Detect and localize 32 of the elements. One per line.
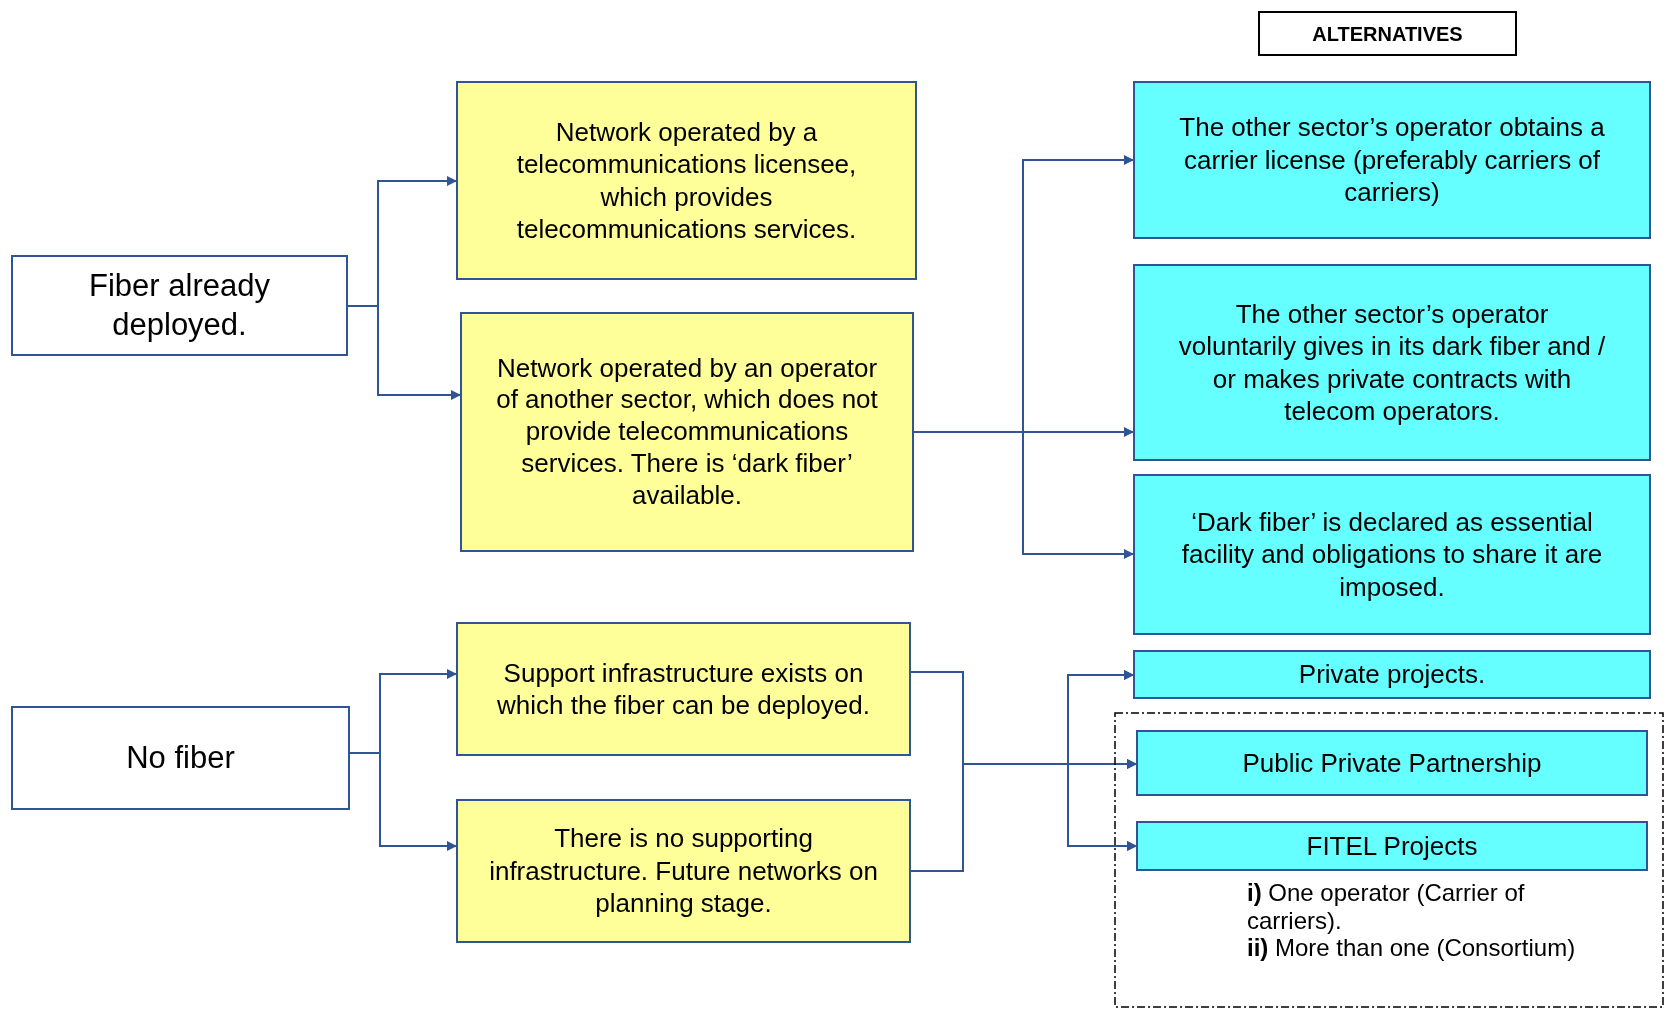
- connector-arrow: [349, 752, 457, 851]
- condition-box: [456, 622, 911, 756]
- box-text: Network operated by a telecommunications licensee, which provides telecommunications services.: [515, 115, 858, 246]
- connector-arrow: [913, 431, 1134, 559]
- box-text: Network operated by an operator of another sector, which does not provide telecommunications services. There is ‘dark fiber’ available.: [495, 352, 879, 512]
- alternative-box: [1133, 81, 1651, 239]
- alternative-box: [1133, 264, 1651, 461]
- connector-arrow: [347, 305, 461, 400]
- box-text: The other sector’s operator obtains a carrier license (preferably carriers of carriers): [1178, 111, 1606, 209]
- box-text: ALTERNATIVES: [1312, 21, 1463, 47]
- condition-box: [460, 312, 914, 552]
- start-box: [11, 706, 350, 810]
- option-note: ii) More than one (Consortium): [1247, 934, 1577, 962]
- box-text: Support infrastructure exists on which the fiber can be deployed.: [496, 656, 871, 722]
- start-box: [11, 255, 348, 356]
- heading-box: [1258, 11, 1517, 56]
- box-text: Private projects.: [1298, 658, 1486, 691]
- box-text: Public Private Partnership: [1242, 746, 1542, 780]
- box-text: FITEL Projects: [1306, 829, 1478, 863]
- box-text: The other sector’s operator voluntarily gives in its dark fiber and / or makes private contracts with telecom operators.: [1177, 297, 1607, 428]
- alternative-box: [1136, 821, 1648, 871]
- box-text: There is no supporting infrastructure. Future networks on planning stage.: [488, 822, 879, 920]
- alternative-box: [1133, 474, 1651, 635]
- condition-box: [456, 799, 911, 943]
- alternative-box: [1136, 730, 1648, 796]
- box-text: ‘Dark fiber’ is declared as essential facility and obligations to share it are imposed.: [1180, 505, 1604, 604]
- condition-box: [456, 81, 917, 280]
- box-text: No fiber: [126, 738, 235, 777]
- dashed-group-box: [1114, 712, 1664, 1008]
- option-note: i) One operator (Carrier of carriers).: [1247, 879, 1526, 935]
- alternative-box: [1133, 650, 1651, 699]
- box-text: Fiber already deployed.: [88, 266, 271, 344]
